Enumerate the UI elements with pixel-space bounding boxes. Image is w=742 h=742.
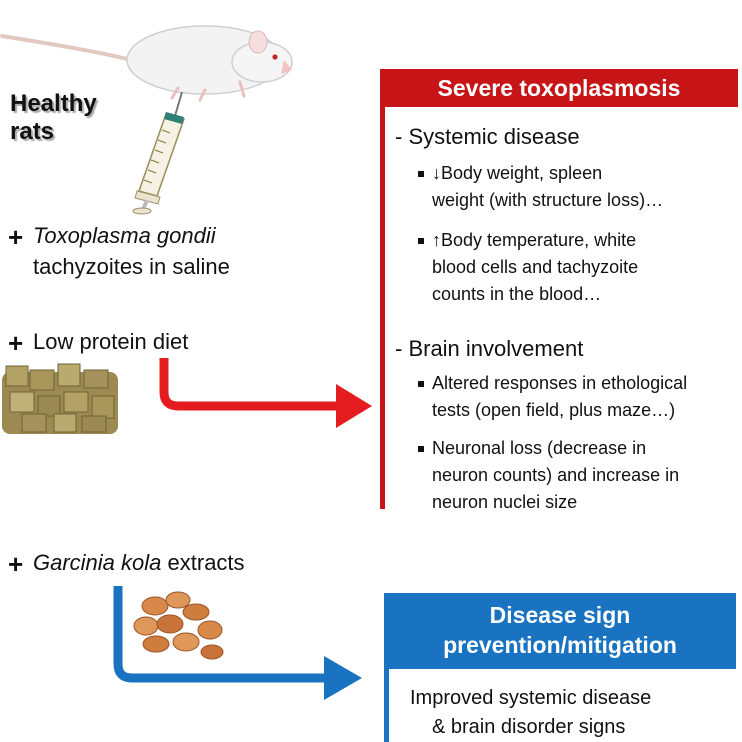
bullet-body-weight: ↓Body weight, spleen weight (with struct… <box>432 160 663 214</box>
bullet-line: neuron counts) and increase in <box>432 465 680 485</box>
healthy-line: Healthy <box>10 90 97 117</box>
mitigation-title-line2: prevention/mitigation <box>443 632 677 658</box>
garcinia-rest: extracts <box>167 550 245 575</box>
toxoplasma-label: Toxoplasma gondii tachyzoites in saline <box>33 220 230 282</box>
blue-arrowhead <box>324 656 362 700</box>
bullet-icon <box>418 171 424 177</box>
toxoplasma-rest: tachyzoites in saline <box>33 254 230 279</box>
bullet-line: counts in the blood… <box>432 284 602 304</box>
mitigation-header: Disease sign prevention/mitigation <box>384 593 736 669</box>
rat-tail-icon <box>0 34 134 62</box>
outcome-line1: Improved systemic disease <box>410 687 652 709</box>
bullet-line: weight (with structure loss)… <box>432 190 664 210</box>
bullet-icon <box>418 381 424 387</box>
bullet-line: ↑Body temperature, white <box>432 230 637 250</box>
rat-icon <box>126 25 293 102</box>
brain-involvement-heading: - Brain involvement <box>395 336 584 361</box>
toxoplasma-plus: + <box>8 222 24 252</box>
bullet-icon <box>418 238 424 244</box>
bullet-line: Neuronal loss (decrease in <box>432 438 647 458</box>
kola-nuts-icon <box>133 591 224 660</box>
garcinia-name: Garcinia kola <box>33 550 162 575</box>
systemic-disease-heading: - Systemic disease <box>395 124 580 149</box>
garcinia-label: Garcinia kola extracts <box>33 547 245 578</box>
diet-plus: + <box>8 328 24 358</box>
red-arrowhead <box>336 384 372 428</box>
mitigation-title-line1: Disease sign <box>489 602 631 628</box>
healthy-rats-label: Healthy rats <box>10 90 97 146</box>
blue-arrow <box>113 586 330 683</box>
red-arrow <box>159 358 342 411</box>
red-vertical-bar <box>380 69 385 509</box>
bullet-line: blood cells and tachyzoite <box>432 257 639 277</box>
bullet-line: Altered responses in ethological <box>432 373 688 393</box>
mitigation-outcome: Improved systemic disease & brain disord… <box>410 684 651 742</box>
diet-label: Low protein diet <box>33 329 189 354</box>
severe-toxoplasmosis-header: Severe toxoplasmosis <box>380 69 738 107</box>
bullet-neuronal-loss: Neuronal loss (decrease in neuron counts… <box>432 435 679 516</box>
garcinia-plus: + <box>8 549 24 579</box>
bullet-body-temperature: ↑Body temperature, white blood cells and… <box>432 227 638 308</box>
syringe-icon <box>132 91 185 215</box>
rats-line: rats <box>10 118 55 145</box>
bullet-altered-responses: Altered responses in ethological tests (… <box>432 370 687 424</box>
bullet-line: ↓Body weight, spleen <box>432 163 603 183</box>
outcome-line2: & brain disorder signs <box>432 716 626 738</box>
bullet-line: neuron nuclei size <box>432 492 578 512</box>
bullet-line: tests (open field, plus maze…) <box>432 400 676 420</box>
bullet-icon <box>418 446 424 452</box>
toxoplasma-name: Toxoplasma gondii <box>33 223 216 248</box>
food-pellets-icon <box>2 363 118 434</box>
